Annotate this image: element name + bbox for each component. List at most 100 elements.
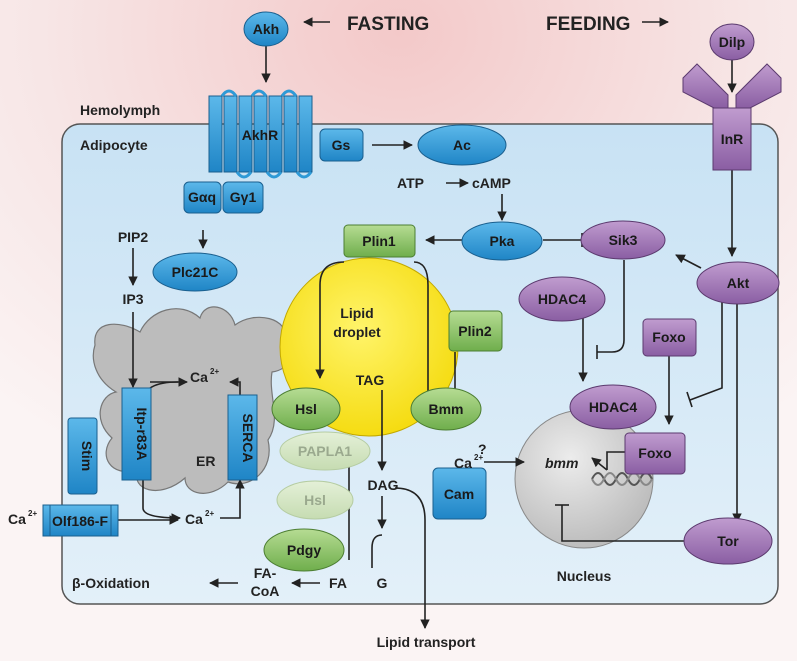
ca-er-label: Ca — [190, 369, 208, 385]
hdac4-label: HDAC4 — [538, 291, 586, 307]
ca-cyto-charge: 2+ — [205, 509, 214, 518]
bmm-label: Bmm — [428, 401, 463, 417]
plin2-label: Plin2 — [458, 323, 492, 339]
akh-node — [243, 11, 289, 47]
hsl-2-label: Hsl — [304, 492, 326, 508]
beta-oxidation-label: β-Oxidation — [72, 575, 150, 591]
serca-pump — [227, 394, 258, 481]
akhr-receptor — [208, 89, 313, 179]
lipid-transport-label: Lipid transport — [377, 634, 476, 650]
fa-label: FA — [329, 575, 347, 591]
olf186f-label: Olf186-F — [52, 513, 108, 529]
itp-r83a-label: Itp-r83A — [134, 408, 150, 461]
dilp-node — [709, 23, 755, 61]
gy1-label: Gγ1 — [230, 189, 257, 205]
gaq-node — [183, 181, 222, 214]
arrow-plin1-hsl — [315, 261, 345, 379]
inr-receptor — [682, 63, 782, 171]
sik3-node — [580, 220, 666, 260]
olf186f-channel — [42, 504, 119, 537]
tag-label: TAG — [356, 372, 385, 388]
inhibit-bar-foxo — [686, 391, 693, 408]
pdgy-node — [263, 528, 345, 572]
pka-node — [461, 221, 543, 261]
dna-helix-strand-icon — [591, 472, 653, 486]
foxo-nuclear-label: Foxo — [638, 445, 671, 461]
hsl-node — [271, 387, 341, 431]
ac-label: Ac — [453, 137, 471, 153]
pdgy-label: Pdgy — [287, 542, 321, 558]
cam-node — [432, 467, 487, 520]
inhibit-plin1-bmm — [413, 261, 429, 395]
g-label: G — [377, 575, 388, 591]
tor-label: Tor — [717, 533, 739, 549]
ip3-label: IP3 — [122, 291, 143, 307]
bmm-gene-label: bmm — [545, 455, 578, 471]
adipocyte-label: Adipocyte — [80, 137, 148, 153]
itp-r83a-channel — [121, 387, 152, 481]
camp-label: cAMP — [472, 175, 511, 191]
cam-label: Cam — [444, 486, 474, 502]
dna-helix-icon — [591, 472, 653, 486]
lipid-label-line2: droplet — [333, 324, 381, 340]
question-label: ? — [478, 441, 487, 457]
plin2-node — [448, 310, 503, 352]
papla1-label: PAPLA1 — [298, 443, 352, 459]
inhibit-akt-foxo — [689, 290, 723, 401]
serca-label: SERCA — [240, 413, 256, 462]
gs-label: Gs — [332, 137, 351, 153]
arrow-ca-serca — [220, 479, 245, 519]
hsl-2-node — [276, 480, 354, 520]
feeding-label: FEEDING — [546, 14, 630, 35]
nucleus-label: Nucleus — [557, 568, 612, 584]
gs-node — [319, 128, 364, 162]
ca-nuc-charge: 2+ — [474, 453, 483, 462]
arrow-dag-lipid-transport — [394, 487, 430, 629]
plin1-label: Plin1 — [362, 233, 396, 249]
arrow-akt-sik3 — [675, 254, 702, 269]
er-label: ER — [196, 453, 215, 469]
ca-out-charge: 2+ — [28, 509, 37, 518]
ac-node — [417, 124, 507, 166]
fasting-label: FASTING — [347, 14, 429, 35]
facoa-label-line1: FA- — [254, 565, 277, 581]
foxo-node — [642, 318, 697, 357]
gaq-label: Gαq — [188, 189, 216, 205]
hemolymph-label: Hemolymph — [80, 102, 160, 118]
pka-label: Pka — [490, 233, 515, 249]
plc21c-label: Plc21C — [172, 264, 219, 280]
hsl-label: Hsl — [295, 401, 317, 417]
papla1-node — [279, 431, 371, 471]
bmm-node — [410, 387, 482, 431]
akh-label: Akh — [253, 21, 279, 37]
dag-label: DAG — [367, 477, 398, 493]
nucleus — [514, 409, 654, 549]
ca-nuc-label: Ca — [454, 455, 472, 471]
stim-node — [67, 417, 98, 495]
atp-label: ATP — [397, 175, 424, 191]
foxo-label: Foxo — [652, 329, 685, 345]
plc21c-node — [152, 252, 238, 292]
arrow-foxo-bmm — [591, 457, 608, 471]
arrow-foxo-bmm-line — [606, 451, 626, 470]
pip2-label: PIP2 — [118, 229, 149, 245]
akt-label: Akt — [727, 275, 750, 291]
akt-node — [696, 261, 780, 305]
plin1-node — [343, 224, 416, 258]
foxo-nuclear-node — [624, 432, 686, 475]
hdac4-nuclear-node — [569, 384, 657, 430]
stim-label: Stim — [79, 441, 95, 471]
akhr-label: AkhR — [242, 127, 279, 143]
dilp-label: Dilp — [719, 34, 745, 50]
inhibit-tor-bmm — [561, 505, 684, 542]
lipid-label-line1: Lipid — [340, 305, 373, 321]
ca-er-charge: 2+ — [210, 367, 219, 376]
inr-label: InR — [721, 131, 744, 147]
sik3-label: Sik3 — [609, 232, 638, 248]
ca-out-label: Ca — [8, 511, 26, 527]
gy1-node — [222, 181, 264, 214]
arrow-dag-fa-line — [371, 534, 383, 568]
tor-node — [683, 517, 773, 565]
hdac4-node — [518, 276, 606, 322]
